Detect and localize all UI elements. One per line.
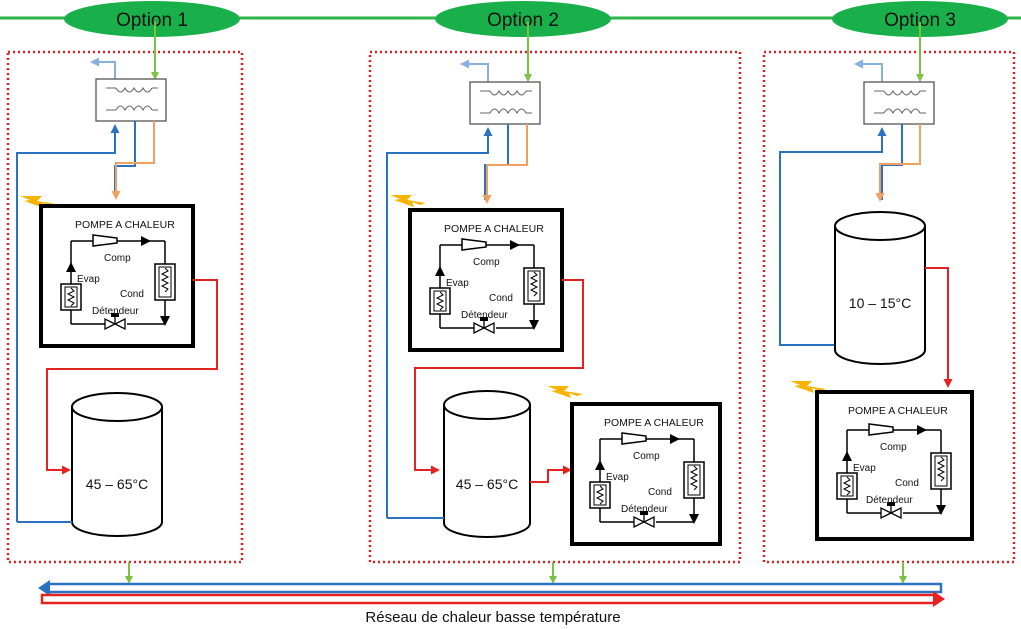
network-red-pipe	[40, 593, 937, 605]
tank-2-label: 45 – 65°C	[456, 476, 518, 492]
heat-pump-2-evap: Evap	[446, 278, 469, 289]
heat-exchanger-3	[863, 81, 935, 125]
heat-pump-1-detendeur: Détendeur	[92, 306, 139, 317]
heat-pump-3-detendeur: Détendeur	[621, 504, 668, 515]
heat-exchanger-2	[469, 81, 541, 125]
storage-tank-1	[71, 392, 163, 537]
lightning-icon	[390, 195, 426, 207]
storage-tank-2	[443, 390, 531, 538]
heat-pump-1-comp: Comp	[104, 253, 131, 264]
option-1-label: Option 1	[116, 10, 188, 31]
tank-1-label: 45 – 65°C	[86, 476, 148, 492]
heat-pump-3-evap: Evap	[606, 472, 629, 483]
heat-pump-2-title: POMPE A CHALEUR	[444, 223, 544, 235]
heat-pump-2-cond: Cond	[489, 293, 513, 304]
option-3-label: Option 3	[884, 10, 956, 31]
network-red-arrowhead	[933, 591, 945, 607]
heat-pump-4-cond: Cond	[895, 478, 919, 489]
option-1-content: POMPE A CHALEUR Comp Evap Cond Détendeur…	[16, 22, 218, 584]
option-2-header: Option 2	[435, 1, 611, 37]
option-2-border	[368, 50, 742, 564]
heat-pump-4-title: POMPE A CHALEUR	[848, 405, 948, 417]
heat-pump-3-cond: Cond	[648, 487, 672, 498]
network-blue-arrowhead	[38, 580, 50, 596]
heat-pump-1-cond: Cond	[120, 289, 144, 300]
heat-pump-2-detendeur: Détendeur	[461, 310, 508, 321]
option-1-header: Option 1	[64, 1, 240, 37]
storage-tank-3	[834, 211, 926, 365]
network-caption: Réseau de chaleur basse température	[365, 609, 620, 626]
heat-pump-3-comp: Comp	[633, 451, 660, 462]
tank-3-label: 10 – 15°C	[849, 295, 911, 311]
option-2-label: Option 2	[487, 10, 559, 31]
low-temp-network: Réseau de chaleur basse température	[38, 580, 945, 626]
lightning-icon	[547, 386, 583, 398]
heat-pump-1-evap: Evap	[77, 274, 100, 285]
heat-pump-2-comp: Comp	[473, 257, 500, 268]
option-2-content: POMPE A CHALEUR Comp Evap Cond Détendeur…	[386, 22, 722, 584]
network-blue-pipe	[46, 582, 943, 594]
heat-pump-4-comp: Comp	[880, 442, 907, 453]
option-3-border	[762, 50, 1016, 564]
option-3-content: 10 – 15°C POMPE A CHALEUR Comp Evap Cond…	[779, 22, 974, 584]
heat-pump-1-title: POMPE A CHALEUR	[75, 219, 175, 231]
heat-pump-4-detendeur: Détendeur	[866, 495, 913, 506]
option-3-header: Option 3	[832, 1, 1008, 37]
heat-exchanger-1	[95, 78, 167, 122]
option-1-border	[6, 50, 244, 564]
heat-pump-4-evap: Evap	[853, 463, 876, 474]
heat-pump-3-title: POMPE A CHALEUR	[604, 417, 704, 429]
